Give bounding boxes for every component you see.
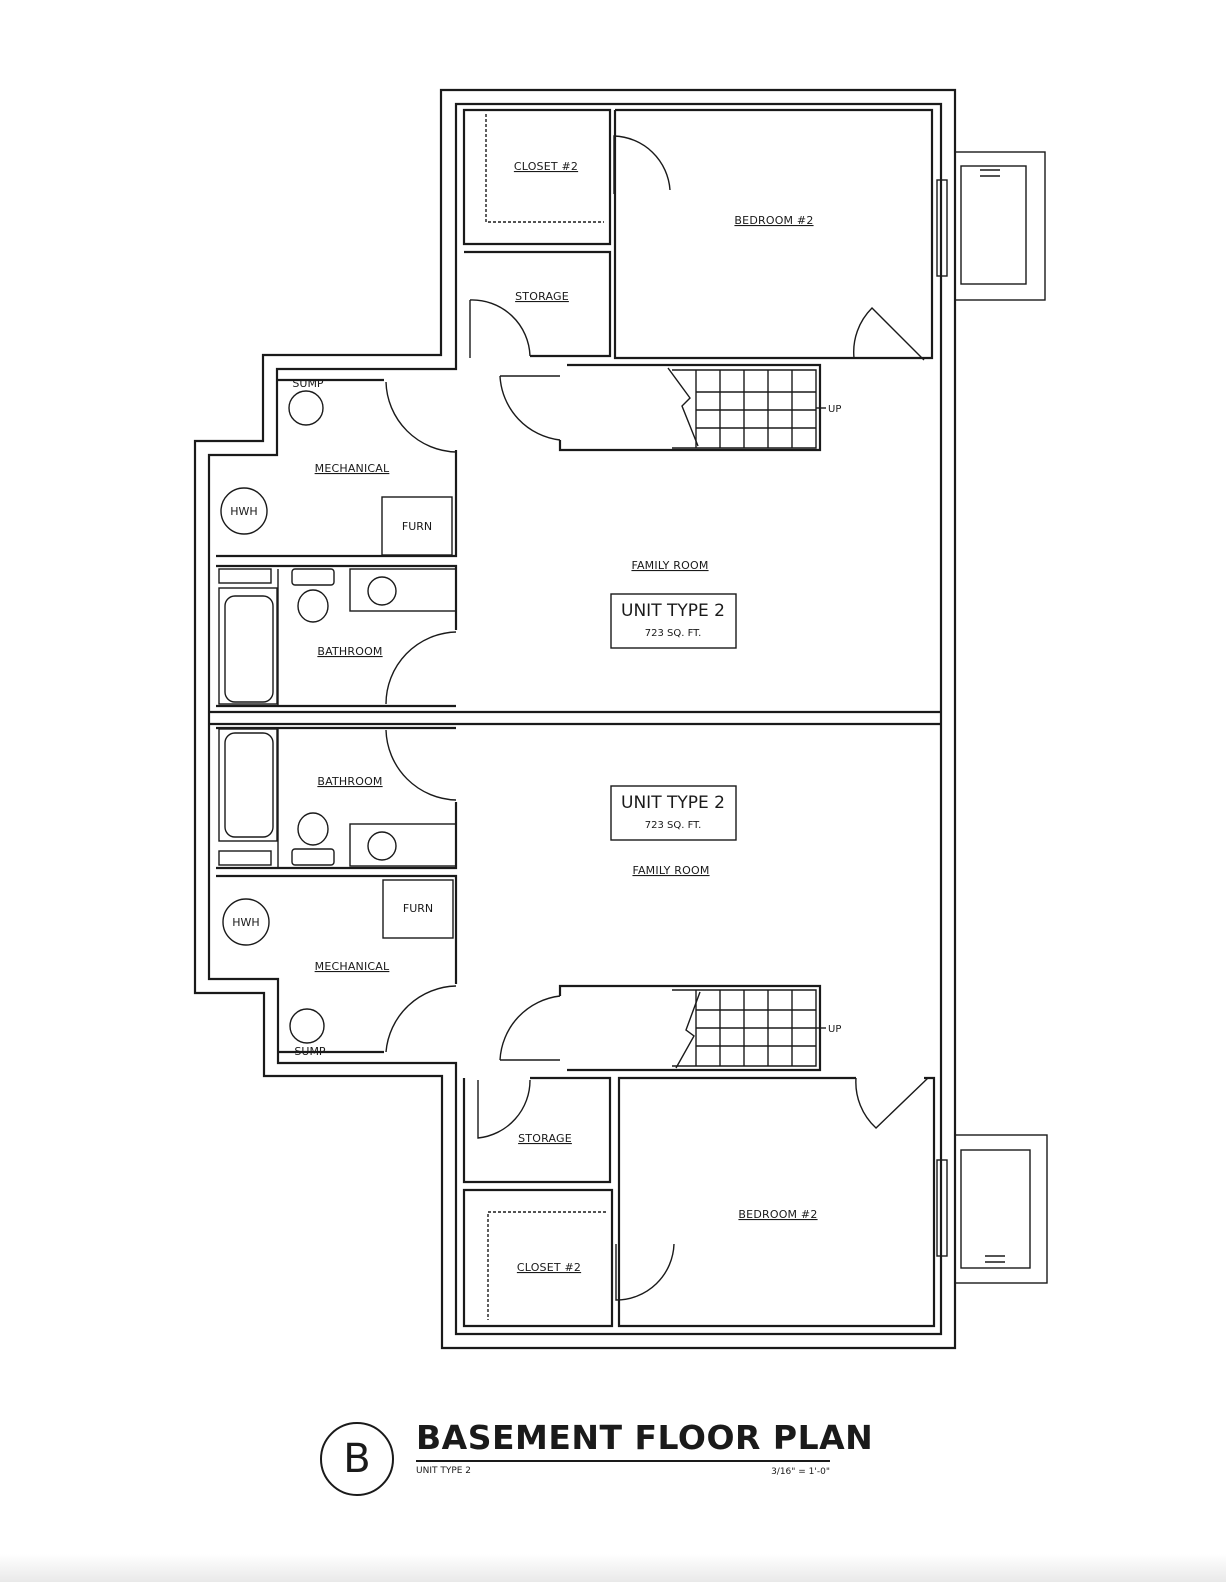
tub-frame-bottom — [218, 728, 278, 842]
hwh-label: HWH — [232, 916, 259, 929]
closet-bottom — [462, 1188, 614, 1328]
mechanical-top — [216, 378, 458, 558]
bath-shelf-top — [218, 568, 272, 584]
bedroom-bottom — [617, 1076, 936, 1328]
sump-label: SUMP — [292, 377, 324, 390]
furn-label: FURN — [402, 520, 432, 533]
bedroom-top — [613, 108, 934, 360]
bath-shelf-bottom — [218, 850, 272, 866]
unit-bottom — [216, 726, 936, 1328]
bathroom-bottom — [216, 726, 458, 870]
toilet-bottom — [297, 812, 329, 846]
title-block: B BASEMENT FLOOR PLAN UNIT TYPE 2 3/16" … — [320, 1418, 874, 1498]
sink-bottom — [367, 831, 397, 861]
viewer-bottom-bar — [0, 1554, 1226, 1582]
drawing-title: BASEMENT FLOOR PLAN — [416, 1418, 874, 1457]
mech-door-bottom — [385, 985, 457, 1053]
bathroom-top — [216, 564, 458, 708]
family-room-label: FAMILY ROOM — [631, 559, 708, 572]
unit-tag-area: 723 SQ. FT. — [645, 628, 702, 639]
storage-label: STORAGE — [515, 290, 569, 303]
well-ladder-top — [980, 169, 1000, 177]
storage-bottom — [462, 1076, 612, 1184]
mechanical-label: MECHANICAL — [315, 960, 390, 973]
furnace-bottom — [382, 879, 454, 939]
hwh-bottom — [222, 898, 270, 946]
furn-label: FURN — [403, 902, 433, 915]
storage-label: STORAGE — [518, 1132, 572, 1145]
mechanical-label: MECHANICAL — [315, 462, 390, 475]
unit-tag-area: 723 SQ. FT. — [645, 820, 702, 831]
storage-door-top — [469, 299, 531, 358]
unit-tag-bottom — [610, 785, 737, 841]
closet-door-bottom — [615, 1243, 675, 1301]
stair-treads-bottom — [672, 989, 817, 1069]
window-top — [936, 179, 948, 277]
drawing-mark: B — [320, 1422, 394, 1496]
storage-top — [464, 250, 612, 358]
toilet-top — [297, 589, 329, 623]
bath-door-top — [385, 631, 457, 705]
window-bottom — [936, 1159, 948, 1257]
window-well-top — [954, 151, 1046, 301]
bedroom-door-top — [853, 307, 925, 361]
toilet-tank-bottom — [291, 848, 335, 866]
closet-door-top — [613, 135, 671, 194]
unit-tag-top — [610, 593, 737, 649]
family-room-label: FAMILY ROOM — [632, 864, 709, 877]
toilet-tank-top — [291, 568, 335, 586]
closet-top — [462, 108, 612, 246]
bedroom-door-bottom — [855, 1077, 929, 1129]
bedroom-label: BEDROOM #2 — [734, 214, 813, 227]
outer-wall — [193, 88, 957, 1350]
floor-plan-drawing: CLOSET #2 BEDROOM #2 STORAGE SUMP MECHAN… — [193, 88, 1048, 1350]
stair-enclosure-top — [558, 363, 822, 452]
bedroom-label: BEDROOM #2 — [738, 1208, 817, 1221]
bathroom-label: BATHROOM — [317, 775, 382, 788]
drawing-scale: 3/16" = 1'-0" — [771, 1467, 830, 1477]
title-rule — [416, 1460, 830, 1462]
vanity-bottom — [349, 823, 457, 867]
furnace-top — [381, 496, 453, 556]
stair-up-label: UP — [828, 1024, 841, 1035]
sump-bottom — [289, 1008, 325, 1044]
tub-top — [224, 595, 274, 703]
window-well-top-inner — [960, 165, 1027, 285]
mech-door-top — [385, 381, 457, 453]
bath-door-bottom — [385, 729, 457, 801]
window-well-bottom — [954, 1134, 1048, 1284]
stair-treads-top — [667, 367, 817, 449]
window-well-bottom-inner — [960, 1149, 1031, 1269]
stair-up-label: UP — [828, 404, 841, 415]
stair-door-bottom — [499, 995, 561, 1061]
well-ladder-bottom — [985, 1255, 1005, 1263]
sump-top — [288, 390, 324, 426]
stair-enclosure-bottom — [558, 984, 822, 1072]
sink-top — [367, 576, 397, 606]
drawing-subtitle: UNIT TYPE 2 — [416, 1466, 472, 1476]
unit-tag-title: UNIT TYPE 2 — [621, 793, 725, 813]
unit-top — [216, 108, 934, 708]
stair-door-top — [499, 375, 561, 441]
vanity-top — [349, 568, 457, 612]
storage-door-bottom — [477, 1079, 531, 1139]
closet-label: CLOSET #2 — [514, 160, 578, 173]
demising-wall — [209, 710, 941, 726]
hwh-top — [220, 487, 268, 535]
mechanical-bottom — [216, 874, 458, 1054]
bathroom-label: BATHROOM — [317, 645, 382, 658]
hwh-label: HWH — [230, 505, 257, 518]
inner-wall — [207, 102, 943, 1336]
tub-bottom — [224, 732, 274, 838]
closet-shelf-top — [485, 114, 604, 223]
unit-tag-title: UNIT TYPE 2 — [621, 601, 725, 621]
closet-shelf-bottom — [487, 1211, 606, 1320]
tub-frame-top — [218, 587, 278, 705]
sump-label: SUMP — [294, 1045, 326, 1058]
closet-label: CLOSET #2 — [517, 1261, 581, 1274]
